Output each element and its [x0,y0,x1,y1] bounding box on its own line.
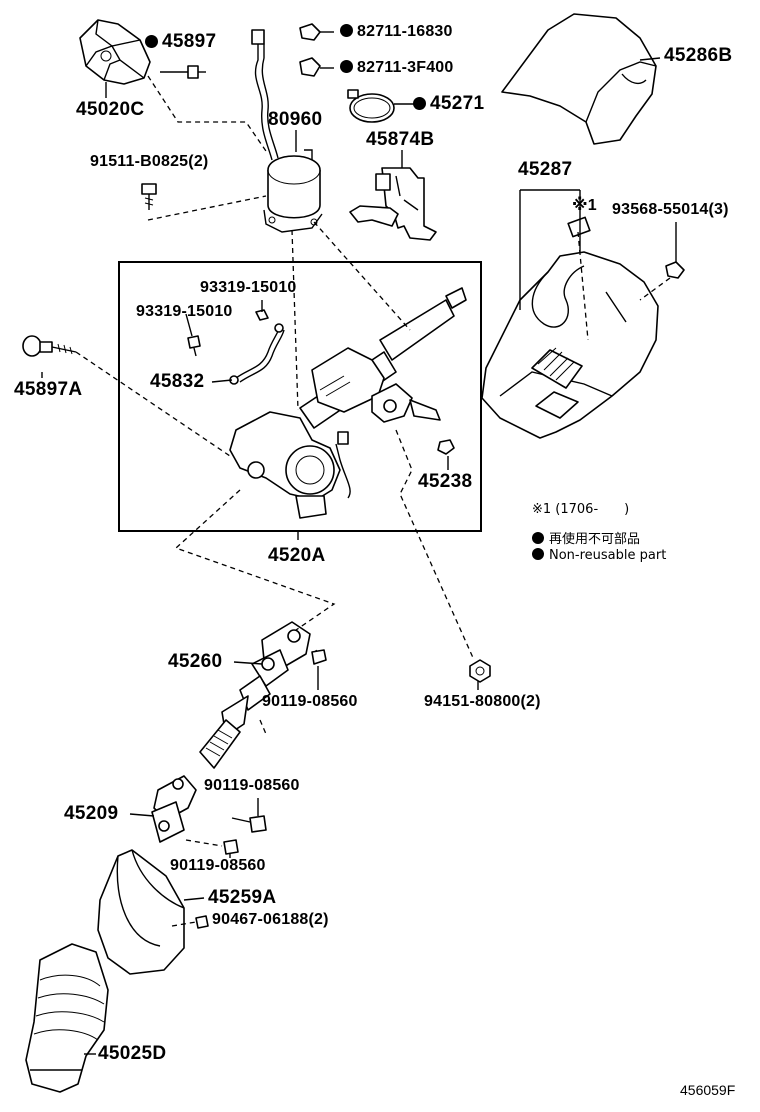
label-45897A: 45897A [14,379,83,400]
label-90119-08560-a: 90119-08560 [262,693,358,710]
legend-nonreusable-jp: 再使用不可部品 [532,528,640,547]
label-45259A: 45259A [208,887,277,908]
part-93319-bolts [187,309,269,357]
part-45025D-boot [25,943,109,1093]
label-4520A: 4520A [268,545,326,566]
label-45874B: 45874B [366,129,435,150]
nonreusable-bullet-icon [532,548,544,560]
label-45025D: 45025D [98,1043,167,1064]
label-94151-80800: 94151-80800(2) [424,693,541,710]
part-4520A-column [229,287,467,519]
part-45238-nut [437,439,455,455]
legend-nonreusable-en-text: Non-reusable part [549,548,667,563]
leader-lines [41,57,677,1055]
part-45260-shaft [199,621,327,769]
part-45832-bracket [229,323,285,385]
part-45209-joint [151,775,267,855]
label-45832: 45832 [150,371,205,392]
label-45271: 45271 [413,94,484,113]
legend-note: ※1 (1706- ) [532,502,630,517]
legend-nonreusable-en: Non-reusable part [532,548,666,563]
part-45020C-drawing [79,19,151,98]
label-45020C: 45020C [76,99,145,120]
part-45259A-cover [97,849,209,975]
label-93568-55014: 93568-55014(3) [612,201,729,218]
part-45897-bolt [160,65,206,79]
label-90119-08560-b: 90119-08560 [204,777,300,794]
part-45286B-cover [501,13,657,145]
label-93319-15010-b: 93319-15010 [136,303,233,320]
dashed-alignment-lines [75,75,589,927]
label-90119-08560-c: 90119-08560 [170,857,266,874]
part-94151-nut [469,659,491,683]
label-82711-16830: 82711-16830 [340,24,453,40]
label-93319-15010-a: 93319-15010 [200,279,297,296]
column-assembly-frame [118,261,482,532]
figure-code: 456059F [680,1082,736,1098]
label-80960: 80960 [268,109,323,130]
label-90467-06188: 90467-06188(2) [212,911,329,928]
part-45271-band [347,89,416,123]
part-91511-bolt [141,183,157,210]
label-45238: 45238 [418,471,473,492]
part-80960-drawing [251,29,323,233]
label-45260: 45260 [168,651,223,672]
label-45287: 45287 [518,159,573,180]
label-91511-B0825: 91511-B0825(2) [90,153,209,170]
label-45209: 45209 [64,803,119,824]
label-82711-3F400: 82711-3F400 [340,60,454,76]
label-45897: 45897 [145,32,216,51]
label-45286B: 45286B [664,45,733,66]
part-82711-clips [299,23,334,77]
part-45897A-bolt [22,335,77,357]
legend-nonreusable-jp-text: 再使用不可部品 [549,532,641,547]
nonreusable-bullet-icon [532,532,544,544]
part-93568-bolt [639,261,685,301]
part-45287-cover [481,216,659,439]
part-45874B-bracket [349,167,437,241]
note-mark: ※1 [572,197,597,214]
